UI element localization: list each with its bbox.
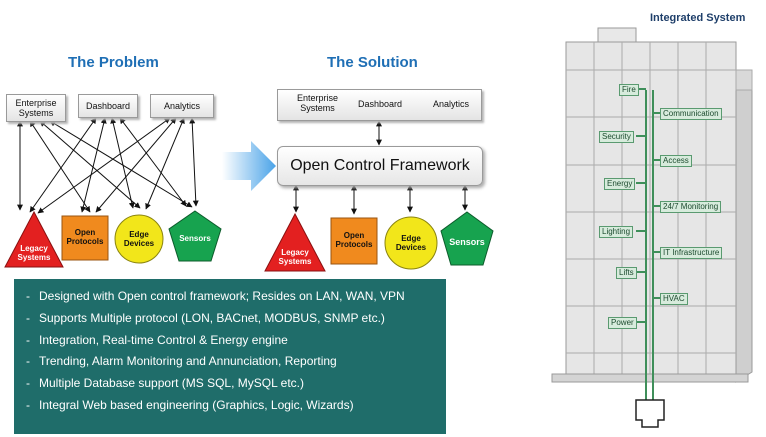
solution-edge-devices-label: Edge Devices [395,234,427,252]
solution-heading: The Solution [327,54,418,71]
building-label-power: Power [608,317,637,329]
problem-sensors-pentagon [168,210,222,262]
network-port-icon [635,399,665,428]
solution-analytics-label: Analytics [432,99,469,109]
feature-item: -Integral Web based engineering (Graphic… [26,397,354,412]
solution-enterprise-systems-label: Enterprise Systems [296,93,339,113]
solution-dashboard-label: Dashboard [357,99,403,109]
building-label-lighting: Lighting [599,226,634,238]
feature-item: -Integration, Real-time Control & Energy… [26,332,288,347]
problem-enterprise-systems-box: Enterprise Systems [6,94,66,122]
building-label-hvac: HVAC [660,293,688,305]
solution-connectors [293,120,468,215]
problem-sensors-label: Sensors [179,234,211,243]
problem-edge-devices-label: Edge Devices [123,230,155,248]
building-label-lifts: Lifts [616,267,637,279]
problem-edge-devices-circle [114,214,164,264]
solution-sensors-label: Sensors [449,237,485,247]
feature-item: -Designed with Open control framework; R… [26,289,405,303]
transition-arrow [222,141,276,191]
solution-legacy-triangle [264,212,326,272]
feature-item: -Supports Multiple protocol (LON, BACnet… [26,310,385,325]
building-bus [636,88,660,400]
problem-legacy-triangle [4,210,64,268]
solution-edge-devices-circle [384,216,438,270]
problem-heading: The Problem [68,54,159,71]
feature-item: -Multiple Database support (MS SQL, MySQ… [26,376,304,391]
problem-dashboard-box: Dashboard [78,94,138,118]
solution-sensors-pentagon [440,211,494,266]
problem-open-protocols-label: Open Protocols [66,228,104,246]
problem-connectors [17,117,199,214]
feature-item: -Trending, Alarm Monitoring and Annuncia… [26,354,337,369]
building-label-monitoring: 24/7 Monitoring [660,201,722,213]
solution-open-protocols-label: Open Protocols [335,231,373,249]
problem-analytics-box: Analytics [150,94,214,118]
problem-open-protocols-square [61,215,109,261]
building-label-it-infrastructure: IT Infrastructure [660,247,723,259]
solution-top-bar [277,89,482,121]
solution-legacy-label: Legacy Systems [278,248,312,266]
integrated-system-title: Integrated System [650,12,746,24]
building-label-access: Access [660,155,692,167]
features-panel: -Designed with Open control framework; R… [14,279,446,434]
building-label-security: Security [599,131,634,143]
open-control-framework-box: Open Control Framework [277,146,483,186]
building-label-communication: Communication [660,108,722,120]
problem-legacy-label: Legacy Systems [17,244,51,262]
solution-open-protocols-square [330,217,378,265]
building-label-fire: Fire [619,84,639,96]
building-label-energy: Energy [604,178,636,190]
